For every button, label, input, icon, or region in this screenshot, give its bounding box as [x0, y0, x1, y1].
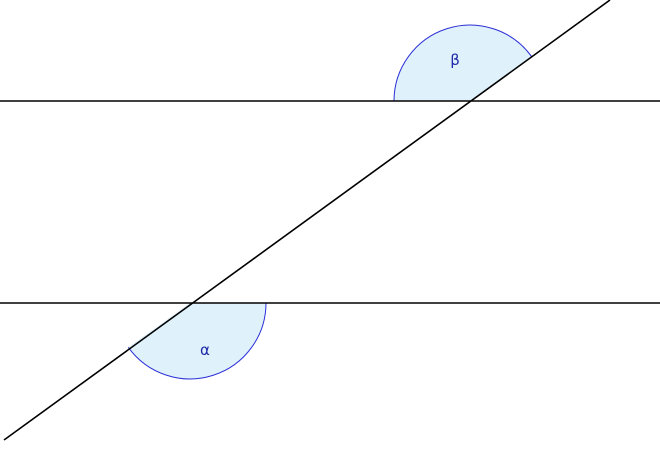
angle-alpha-arc	[127, 302, 267, 380]
angle-beta-label: β	[450, 51, 460, 69]
transversal-line	[3, 0, 611, 441]
angle-beta-arc	[393, 24, 533, 102]
angle-alpha-label: α	[200, 341, 210, 359]
angle-beta-sector	[394, 25, 532, 101]
angle-alpha-sector	[128, 303, 266, 379]
